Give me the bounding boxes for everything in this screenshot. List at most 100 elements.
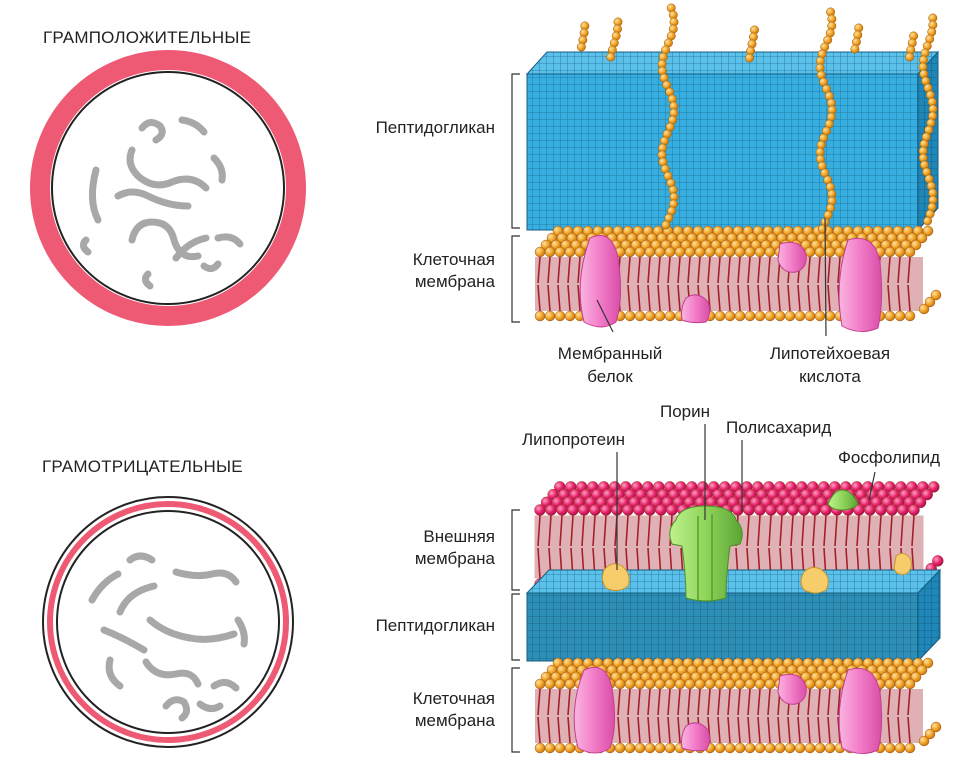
- outer-membrane-line: [42, 496, 294, 748]
- inner-membrane-line: [56, 510, 280, 734]
- lipid-head: [930, 721, 942, 733]
- lipid-tail: [667, 256, 671, 312]
- lipid-head: [534, 504, 546, 516]
- peptidoglycan-front-face: [526, 592, 919, 662]
- peptidoglycan-top-face: [525, 569, 942, 594]
- lipid-tail: [807, 688, 811, 744]
- lipid-head: [714, 310, 726, 322]
- membrane-protein: [681, 722, 711, 752]
- label-phospholipid: Фосфолипид: [838, 448, 940, 467]
- lipid-head: [674, 678, 686, 690]
- lipid-head: [894, 742, 906, 754]
- lipid-head: [734, 678, 746, 690]
- lipid-head: [644, 742, 656, 754]
- lipid-head: [694, 246, 706, 258]
- gram-positive-cell: [30, 50, 306, 326]
- chain-bead: [661, 220, 671, 230]
- lipid-head: [764, 246, 776, 258]
- lipid-head: [910, 239, 922, 251]
- lipid-head: [824, 742, 836, 754]
- lipid-head: [734, 742, 746, 754]
- lipid-head: [754, 310, 766, 322]
- lipid-head: [774, 742, 786, 754]
- lipid-head: [644, 504, 656, 516]
- lipoprotein: [893, 552, 912, 575]
- lipid-head: [704, 678, 716, 690]
- lipid-tail: [647, 256, 651, 312]
- gram-positive-wall-diagram: [511, 3, 942, 337]
- peptidoglycan-bracket: [511, 73, 520, 229]
- lipid-tail: [897, 256, 901, 312]
- lipid-head: [564, 678, 576, 690]
- phospholipid-leader: [868, 471, 876, 501]
- lipid-head: [774, 310, 786, 322]
- lipid-tail: [757, 256, 761, 312]
- lipid-head: [744, 678, 756, 690]
- lipid-head: [534, 678, 546, 690]
- label-outer-membrane-line2: мембрана: [414, 549, 495, 568]
- lipid-head: [794, 310, 806, 322]
- lipid-head: [910, 671, 922, 683]
- lipid-head: [814, 742, 826, 754]
- lipid-head: [684, 678, 696, 690]
- lipid-head: [664, 678, 676, 690]
- lipid-head: [787, 504, 799, 516]
- lipid-head: [924, 296, 936, 308]
- lipid-tail: [537, 256, 541, 312]
- lipid-head: [864, 504, 876, 516]
- lipid-tail: [727, 688, 731, 744]
- lipid-tail: [667, 688, 671, 744]
- lipid-head: [574, 246, 586, 258]
- lipid-head: [784, 742, 796, 754]
- lipid-head: [624, 742, 636, 754]
- lipid-head: [554, 678, 566, 690]
- lipid-head: [664, 742, 676, 754]
- outer-membrane-bracket: [511, 509, 520, 591]
- lipid-head: [914, 496, 927, 508]
- lipid-head: [578, 504, 590, 516]
- lipid-head: [784, 310, 796, 322]
- protein-leader: [596, 299, 614, 333]
- lipid-head: [654, 742, 666, 754]
- lipid-head: [600, 504, 612, 516]
- lipoprotein: [800, 566, 829, 594]
- gram-positive-title: ГРАМПОЛОЖИТЕЛЬНЫЕ: [43, 28, 252, 47]
- lipid-head: [644, 310, 656, 322]
- lipid-head: [875, 504, 887, 516]
- lipid-head: [884, 246, 896, 258]
- peptidoglycan-bracket: [511, 593, 520, 661]
- chain-bead: [745, 53, 754, 63]
- lipid-tail: [627, 256, 631, 312]
- lipid-head: [634, 678, 646, 690]
- lipid-head: [894, 310, 906, 322]
- lipid-head: [684, 246, 696, 258]
- label-lipoteichoic-line1: Липотейхоевая: [769, 344, 891, 363]
- lipid-head: [930, 289, 942, 301]
- lipid-head: [664, 310, 676, 322]
- lipid-head: [534, 246, 546, 258]
- lipid-head: [897, 504, 909, 516]
- lipoteichoic-leader: [824, 217, 827, 337]
- lipid-tail: [677, 688, 681, 744]
- lipid-head: [567, 504, 579, 516]
- lipid-tail: [747, 256, 751, 312]
- lipid-tail: [767, 256, 771, 312]
- lipid-head: [884, 742, 896, 754]
- lipid-head: [624, 246, 636, 258]
- lipid-tail: [637, 688, 641, 744]
- membrane-protein: [573, 666, 616, 754]
- lipid-head: [814, 246, 826, 258]
- membrane-protein: [777, 241, 807, 273]
- lipid-head: [904, 310, 916, 322]
- lipid-tail: [547, 256, 551, 312]
- porin-channel: [697, 514, 713, 600]
- lipid-head: [804, 310, 816, 322]
- nucleoid-strands: [79, 116, 244, 290]
- lipid-head: [908, 504, 920, 516]
- lipid-tail: [657, 256, 661, 312]
- lipid-head: [824, 678, 836, 690]
- lipid-head: [633, 504, 645, 516]
- lipid-head: [634, 742, 646, 754]
- thin-cell-wall: [47, 501, 289, 743]
